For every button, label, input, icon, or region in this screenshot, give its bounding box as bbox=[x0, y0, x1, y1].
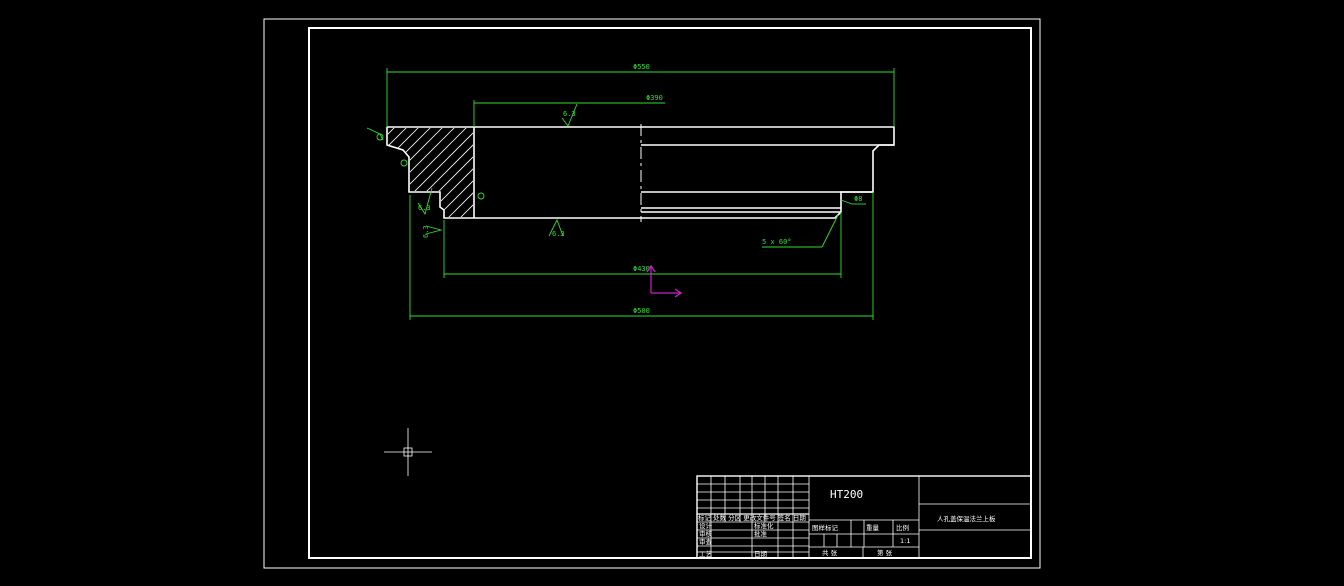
roughness-right-label: Φ8 bbox=[854, 195, 862, 203]
outer-sheet-border bbox=[263, 18, 1041, 569]
title-block bbox=[696, 475, 1032, 559]
roughness-top-label: 6.3 bbox=[563, 110, 576, 118]
dimension-lines bbox=[366, 68, 895, 320]
roughness-side-label: 6.3 bbox=[422, 225, 430, 238]
section-hatching bbox=[388, 128, 473, 217]
approver-label: 批准 bbox=[754, 529, 768, 538]
material-label: HT200 bbox=[830, 488, 863, 501]
roughness-bottom-label: 6.3 bbox=[552, 230, 565, 238]
standardization-label: 标准化 bbox=[754, 521, 774, 530]
checker-label: 审核 bbox=[699, 529, 713, 538]
crosshair-cursor-icon bbox=[384, 428, 432, 476]
designer-label: 设计 bbox=[699, 521, 713, 530]
stage-mark-label: 图样标记 bbox=[812, 523, 839, 532]
ucs-axis-icon bbox=[646, 264, 683, 298]
dim-inner-diameter: Φ390 bbox=[646, 94, 663, 102]
scale-value: 1:1 bbox=[900, 537, 910, 545]
scale-label: 比例 bbox=[896, 523, 909, 532]
dim-top-diameter: Φ550 bbox=[633, 63, 650, 71]
dim-bottom-inner-diameter: Φ430 bbox=[633, 265, 650, 273]
craft-label: 工艺 bbox=[699, 550, 713, 558]
sheet-number-label: 第 张 bbox=[877, 548, 893, 557]
revision-header: 标记 处数 分区 更改文件号 签名 日期 bbox=[698, 513, 806, 522]
drawing-title: 人孔盖保温法兰上板 bbox=[937, 514, 996, 523]
part-section-outline bbox=[386, 126, 895, 219]
roughness-left-label: 6.3 bbox=[418, 204, 431, 212]
date-label: 日期 bbox=[754, 550, 768, 558]
dim-bottom-outer-diameter: Φ500 bbox=[633, 307, 650, 315]
total-sheets-label: 共 张 bbox=[822, 548, 838, 557]
weight-label: 重量 bbox=[866, 524, 880, 532]
dim-chamfer: 5 x 60° bbox=[762, 238, 792, 246]
reviewer-label: 审查 bbox=[699, 537, 713, 546]
inner-drawing-frame bbox=[308, 27, 1032, 559]
